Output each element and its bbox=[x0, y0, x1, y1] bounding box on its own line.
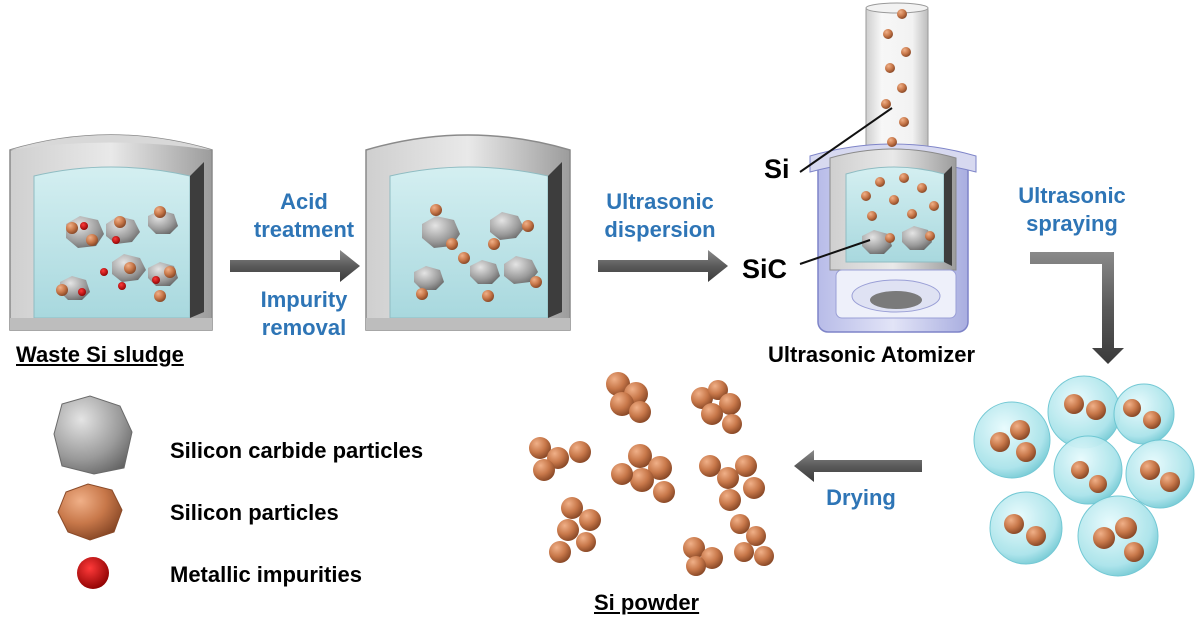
atomizer-label: Ultrasonic Atomizer bbox=[768, 342, 976, 367]
ultrasonic-atomizer bbox=[809, 2, 977, 333]
purified-suspension-particles bbox=[414, 204, 542, 302]
arrow-acid-treatment bbox=[230, 250, 360, 282]
arrow-drying bbox=[794, 450, 922, 482]
legend-metallic-impurities-label: Metallic impurities bbox=[170, 562, 362, 587]
legend-silicon-label: Silicon particles bbox=[170, 500, 339, 525]
atomizer-falling-particles bbox=[861, 9, 939, 254]
silicon-carbide-particle-icon bbox=[53, 395, 133, 475]
si-powder-label: Si powder bbox=[594, 590, 700, 615]
purified-suspension-container bbox=[365, 134, 571, 331]
sprayed-droplets bbox=[973, 375, 1195, 577]
acid-treatment-label: Acid treatment bbox=[253, 189, 355, 242]
arrow-ultrasonic-spraying bbox=[1030, 252, 1124, 364]
silicon-particle-icon bbox=[57, 483, 123, 541]
si-powder-clusters bbox=[529, 372, 774, 576]
arrow-ultrasonic-dispersion bbox=[598, 250, 728, 282]
metallic-impurity-icon bbox=[77, 557, 109, 589]
waste-sludge-particles bbox=[56, 206, 178, 302]
ultrasonic-dispersion-label: Ultrasonic dispersion bbox=[604, 189, 716, 242]
sic-callout-line bbox=[799, 239, 871, 265]
si-callout-label: Si bbox=[764, 154, 790, 184]
drying-label: Drying bbox=[826, 485, 896, 510]
impurity-removal-label: Impurity removal bbox=[260, 287, 348, 340]
sic-callout-label: SiC bbox=[742, 254, 788, 284]
ultrasonic-spraying-label: Ultrasonic spraying bbox=[1018, 183, 1126, 236]
legend-silicon-carbide-label: Silicon carbide particles bbox=[170, 438, 424, 463]
si-callout-line bbox=[799, 107, 893, 173]
waste-sludge-label: Waste Si sludge bbox=[16, 342, 184, 367]
